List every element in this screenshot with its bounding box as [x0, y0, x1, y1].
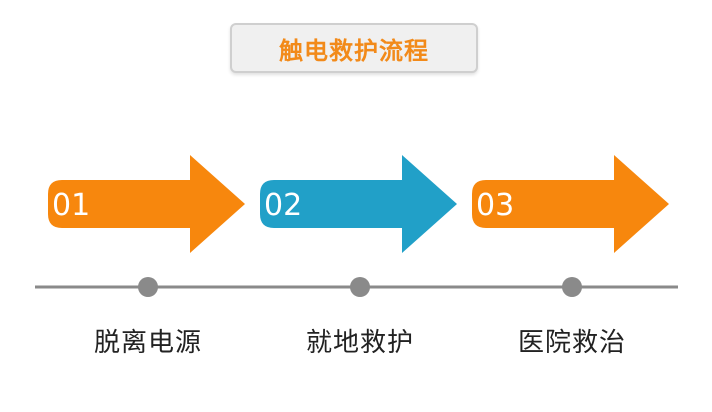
- step-1-arrow: [48, 155, 245, 253]
- step-1-number: 01: [52, 188, 90, 223]
- step-3-label: 医院救治: [517, 328, 626, 358]
- diagram-title: 触电救护流程: [279, 36, 429, 65]
- timeline-dot-3: [562, 277, 582, 297]
- timeline-dot-2: [350, 277, 370, 297]
- timeline-dot-1: [138, 277, 158, 297]
- step-2-number: 02: [264, 188, 302, 223]
- step-2-arrow: [260, 155, 457, 253]
- step-3-number: 03: [476, 188, 514, 223]
- step-3-arrow: [472, 155, 669, 253]
- step-2-label: 就地救护: [305, 328, 414, 358]
- title-box: 触电救护流程: [230, 23, 478, 73]
- step-1-label: 脱离电源: [93, 328, 202, 358]
